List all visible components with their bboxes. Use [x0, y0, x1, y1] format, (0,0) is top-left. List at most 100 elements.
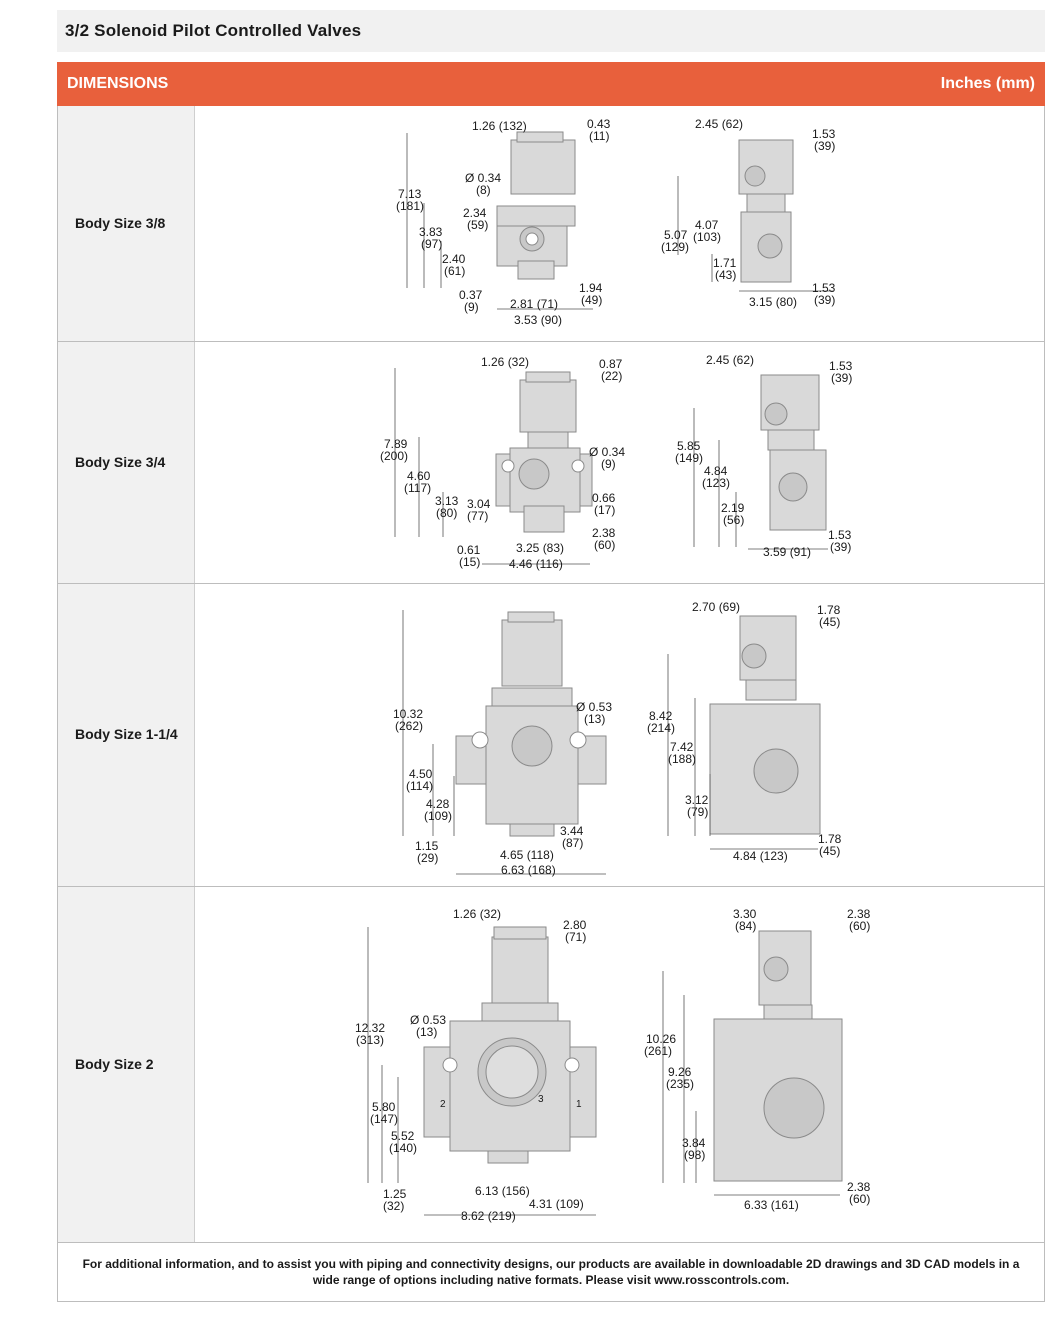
drawing-body-size-3-4	[394, 368, 828, 565]
footer-note: For additional information, and to assis…	[57, 1243, 1045, 1301]
dim-label: (60)	[594, 538, 616, 552]
dim-label: 1.78	[817, 603, 841, 617]
dim-label: (32)	[383, 1199, 405, 1213]
dim-label: 1.71	[713, 256, 737, 270]
dim-label: (39)	[830, 540, 852, 554]
dim-label: 4.07	[695, 218, 719, 232]
dim-label: 8.42	[649, 709, 673, 723]
front-view-drawing	[496, 131, 576, 280]
body-size-label: Body Size 3/4	[75, 454, 166, 470]
dim-label: (39)	[831, 371, 853, 385]
dim-label: 8.62 (219)	[461, 1209, 516, 1223]
dim-label: 2.45 (62)	[706, 353, 755, 367]
dim-label: 4.31 (109)	[529, 1197, 584, 1211]
column-divider	[194, 342, 195, 583]
dim-label: 0.43	[587, 117, 611, 131]
dim-label: (9)	[601, 457, 616, 471]
row-body-size-3-8: Body Size 3/8 1.26	[58, 106, 1044, 342]
dim-label: (45)	[819, 844, 841, 858]
dim-label: 3.59 (91)	[763, 545, 812, 559]
row-label-cell: Body Size 1-1/4	[58, 584, 194, 886]
dim-label: 1.26 (132)	[472, 119, 527, 133]
dim-label: 1.53	[812, 127, 836, 141]
dim-label: 4.65 (118)	[500, 848, 554, 862]
dim-label: 3.84	[682, 1136, 706, 1150]
dim-label: 1.53	[812, 281, 836, 295]
dim-label: (147)	[370, 1112, 399, 1126]
body-size-label: Body Size 3/8	[75, 215, 166, 231]
dim-label: (80)	[436, 506, 458, 520]
drawing-body-size-2	[367, 926, 843, 1216]
dim-label: 10.26	[646, 1032, 677, 1046]
dim-label: (98)	[684, 1148, 706, 1162]
dim-label: 1.26 (32)	[481, 355, 530, 369]
dim-label: (117)	[404, 481, 432, 495]
dim-label: (261)	[644, 1044, 673, 1058]
dim-label: (77)	[467, 509, 489, 523]
dim-label: 3.15 (80)	[749, 295, 798, 309]
dim-label: (59)	[467, 218, 489, 232]
dim-label: 6.13 (156)	[475, 1184, 530, 1198]
dim-label: (17)	[594, 503, 616, 517]
dim-label: 1.53	[828, 528, 852, 542]
dim-label: 1.25	[383, 1187, 407, 1201]
dim-label: 2.45 (62)	[695, 117, 744, 131]
dim-label: 2.38	[592, 526, 616, 540]
dim-label: 6.63 (168)	[501, 863, 556, 877]
dim-label: 2.19	[721, 501, 745, 515]
front-view-drawing	[423, 926, 597, 1164]
row-body-size-2: Body Size 2	[58, 887, 1044, 1243]
body-size-label: Body Size 1-1/4	[75, 726, 178, 742]
dim-label: (13)	[416, 1025, 438, 1039]
dim-label: (49)	[581, 293, 603, 307]
dim-label: 3.53 (90)	[514, 313, 563, 327]
dim-label: 6.33 (161)	[744, 1198, 799, 1212]
dim-label: (103)	[693, 230, 722, 244]
row-label-cell: Body Size 2	[58, 887, 194, 1242]
dimensions-heading: DIMENSIONS	[67, 75, 169, 92]
dim-label: 4.84 (123)	[733, 849, 788, 863]
dim-label: (235)	[666, 1077, 695, 1091]
dim-label: (43)	[715, 268, 737, 282]
port-label: 2	[440, 1099, 446, 1110]
body-size-label: Body Size 2	[75, 1056, 154, 1072]
dim-label: (313)	[356, 1033, 385, 1047]
dim-label: (39)	[814, 139, 836, 153]
dimension-lines	[394, 368, 828, 565]
dim-label: 1.94	[579, 281, 603, 295]
dim-label: (84)	[735, 919, 757, 933]
dim-label: 0.37	[459, 288, 483, 302]
dim-label: Ø 0.53	[576, 700, 613, 714]
dim-label: 2.80	[563, 918, 587, 932]
side-view-drawing	[709, 615, 821, 835]
dimensions-header: DIMENSIONS Inches (mm)	[57, 62, 1045, 106]
dim-label: (11)	[589, 129, 610, 143]
dim-label: 7.42	[670, 740, 694, 754]
dim-label: (56)	[723, 513, 745, 527]
dim-label: (97)	[421, 237, 443, 251]
dim-label: 3.04	[467, 497, 491, 511]
dim-label: (188)	[668, 752, 697, 766]
dim-label: 3.12	[685, 793, 709, 807]
dim-label: 0.66	[592, 491, 616, 505]
dim-label: 5.52	[391, 1129, 415, 1143]
dim-label: (60)	[849, 919, 871, 933]
row-body-size-1-1-4: Body Size 1-1/4	[58, 584, 1044, 887]
dim-label: (29)	[417, 851, 439, 865]
dim-label: (71)	[565, 930, 587, 944]
dim-label: 5.80	[372, 1100, 396, 1114]
dim-label: (129)	[661, 240, 690, 254]
dim-label: 0.87	[599, 357, 623, 371]
dim-label: (45)	[819, 615, 841, 629]
dim-label: 4.84	[704, 464, 728, 478]
side-view-drawing	[760, 374, 827, 531]
front-view-drawing	[495, 371, 593, 533]
dimension-lines	[367, 927, 840, 1216]
column-divider	[194, 584, 195, 886]
footer-text: For additional information, and to assis…	[82, 1257, 1020, 1287]
dim-label: (214)	[647, 721, 676, 735]
dim-label: (8)	[476, 183, 491, 197]
column-divider	[194, 887, 195, 1242]
dim-label: 7.89	[384, 437, 408, 451]
dim-label: Ø 0.53	[410, 1013, 447, 1027]
